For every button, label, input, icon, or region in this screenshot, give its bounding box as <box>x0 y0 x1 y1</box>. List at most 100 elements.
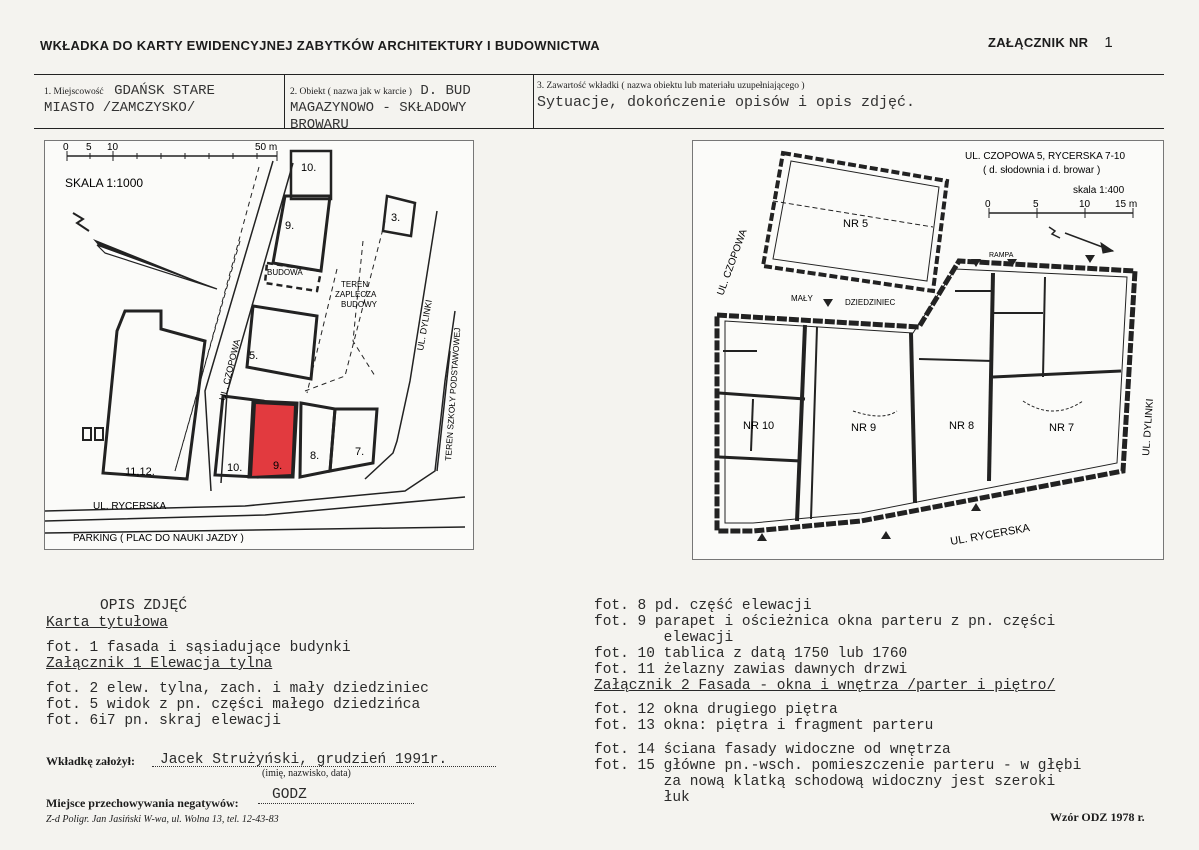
photo-item: fot. 2 elew. tylna, zach. i mały dziedzi… <box>46 681 429 697</box>
photo-item: fot. 12 okna drugiego piętra <box>594 702 838 718</box>
founder-hint: (imię, nazwisko, data) <box>262 768 351 779</box>
photo-item: fot. 9 parapet i ościeżnica okna parteru… <box>594 614 1056 630</box>
content-label: 3. Zawartość wkładki ( nazwa obiektu lub… <box>537 81 805 91</box>
object-value-1: D. BUD <box>420 83 471 99</box>
site-label-budowa: BUDOWA <box>267 268 303 277</box>
plan-markers <box>757 255 1095 541</box>
plan-scale-tick-0: 0 <box>985 199 991 210</box>
founder-value: Jacek Strużyński, grudzień 1991r. <box>160 752 448 768</box>
site-bldg-11-12: 11,12. <box>125 466 155 478</box>
site-map-drawing: 0 5 10 50 m SKALA 1:1000 <box>44 142 466 544</box>
photo-item: fot. 11 żelazny zawias dawnych drzwi <box>594 662 908 678</box>
site-label-czopowa: UL. CZOPOWA <box>217 338 242 401</box>
site-scale-tick-10: 10 <box>107 142 119 153</box>
site-small-squares <box>82 427 104 441</box>
site-label-teren-1: TEREN <box>341 280 368 289</box>
plan-room-nr8: NR 8 <box>949 420 974 432</box>
form-code: Wzór ODZ 1978 r. <box>1050 810 1145 824</box>
plan-title-2: ( d. słodownia i d. browar ) <box>983 165 1100 176</box>
photos-right-list: fot. 8 pd. część elewacji fot. 9 parapet… <box>594 598 1081 806</box>
object-value-2: MAGAZYNOWO - SKŁADOWY <box>290 100 467 116</box>
plan-main-building <box>714 258 1138 534</box>
photo-item: fot. 6i7 pn. skraj elewacji <box>46 713 281 729</box>
location-value-2: MIASTO /ZAMCZYSKO/ <box>44 100 196 116</box>
photo-item: elewacji <box>594 630 734 646</box>
site-dashed-boundaries <box>174 166 386 472</box>
site-highlighted-building <box>249 401 297 479</box>
photo-item: fot. 14 ściana fasady widoczne od wnętrz… <box>594 742 951 758</box>
site-map: 0 5 10 50 m SKALA 1:1000 <box>44 140 474 550</box>
plan-label-rycerska: UL. RYCERSKA <box>949 522 1031 548</box>
plan-room-nr10-a: NR 10 <box>743 420 774 432</box>
plan-label-dylinki: UL. DYLINKI <box>1141 398 1156 456</box>
site-streets <box>44 160 466 534</box>
plan-scale-label: skala 1:400 <box>1073 185 1125 196</box>
plan-label-rampa: RAMPA <box>989 252 1014 259</box>
plan-scale-tick-10: 10 <box>1079 199 1091 210</box>
storage-line <box>258 803 414 804</box>
plan-label-maly: MAŁY <box>791 294 813 303</box>
storage-label: Miejsce przechowywania negatywów: <box>46 796 239 810</box>
site-scale-tick-5: 5 <box>86 142 92 153</box>
plan-scale-bar <box>988 208 1134 218</box>
photo-item: fot. 5 widok z pn. części małego dziedzi… <box>46 697 421 713</box>
site-bldg-9a: 9. <box>285 220 294 232</box>
object-field: 2. Obiekt ( nazwa jak w karcie ) D. BUD … <box>290 75 535 133</box>
photos-heading: OPIS ZDJĘĆ <box>100 598 188 614</box>
photos-title-card: Karta tytułowa <box>46 615 168 631</box>
site-scale-tick-50: 50 m <box>255 142 277 153</box>
location-field: 1. Miejscowość GDAŃSK STARE MIASTO /ZAMC… <box>44 75 289 128</box>
annex-label: ZAŁĄCZNIK NR <box>988 35 1089 50</box>
site-bldg-9b: 9. <box>273 460 282 472</box>
site-bldg-10a: 10. <box>301 162 316 174</box>
form-title: WKŁADKA DO KARTY EWIDENCYJNEJ ZABYTKÓW A… <box>40 38 600 53</box>
founder-label: Wkładkę założył: <box>46 754 135 768</box>
site-label-teren-2: ZAPLECZA <box>335 290 377 299</box>
plan-building-nr5 <box>760 150 950 294</box>
site-bldg-8: 8. <box>310 450 319 462</box>
site-label-teren-3: BUDOWY <box>341 300 378 309</box>
photo-item: fot. 1 fasada i sąsiadujące budynki <box>46 640 351 656</box>
plan-room-nr7: NR 7 <box>1049 422 1074 434</box>
plan-north-arrow-icon <box>1048 226 1115 254</box>
header-fields-row: 1. Miejscowość GDAŃSK STARE MIASTO /ZAMC… <box>34 74 1164 133</box>
site-bldg-3: 3. <box>391 212 400 224</box>
annex-2-heading: Załącznik 2 Fasada - okna i wnętrza /par… <box>594 678 1056 694</box>
location-value-1: GDAŃSK STARE <box>114 83 215 99</box>
site-label-rycerska: UL. RYCERSKA <box>93 501 167 512</box>
photo-item: fot. 8 pd. część elewacji <box>594 598 812 614</box>
plan-room-nr5: NR 5 <box>843 218 868 230</box>
annex-1-heading: Załącznik 1 Elewacja tylna <box>46 656 273 672</box>
site-scale-label: SKALA 1:1000 <box>65 176 143 190</box>
plan-scale-tick-5: 5 <box>1033 199 1039 210</box>
printer-info: Z-d Poligr. Jan Jasiński W-wa, ul. Wolna… <box>46 814 279 825</box>
photo-item: za nową klatką schodową widoczny jest sz… <box>594 774 1056 790</box>
site-buildings <box>101 149 417 481</box>
location-label: 1. Miejscowość <box>44 87 104 97</box>
plan-title-1: UL. CZOPOWA 5, RYCERSKA 7-10 <box>965 151 1125 162</box>
photo-item: fot. 10 tablica z datą 1750 lub 1760 <box>594 646 908 662</box>
site-scale-tick-0: 0 <box>63 142 69 153</box>
site-label-parking: PARKING ( PLAC DO NAUKI JAZDY ) <box>73 533 244 544</box>
photos-left-list: fot. 1 fasada i sąsiadujące budynki Załą… <box>46 640 429 729</box>
site-scale-bar <box>66 151 278 161</box>
plan-label-czopowa: UL. CZOPOWA <box>715 228 749 298</box>
floor-plan-drawing: UL. CZOPOWA 5, RYCERSKA 7-10 ( d. słodow… <box>714 150 1156 548</box>
content-value: Sytuacje, dokończenie opisów i opis zdję… <box>537 94 916 111</box>
annex-heading: ZAŁĄCZNIK NR 1 <box>988 34 1113 51</box>
object-value-3: BROWARU <box>290 117 349 133</box>
plan-label-dziedziniec: DZIEDZINIEC <box>845 298 895 307</box>
plan-scale-tick-15: 15 m <box>1115 199 1137 210</box>
site-label-dylinki: UL. DYLINKI <box>415 299 434 351</box>
photo-item: fot. 15 główne pn.-wsch. pomieszczenie p… <box>594 758 1082 774</box>
object-label: 2. Obiekt ( nazwa jak w karcie ) <box>290 87 412 97</box>
site-bldg-5: 5. <box>249 350 258 362</box>
plan-room-nr9: NR 9 <box>851 422 876 434</box>
site-bldg-10b: 10. <box>227 462 242 474</box>
founder-line <box>152 766 496 767</box>
content-field: 3. Zawartość wkładki ( nazwa obiektu lub… <box>537 75 1157 128</box>
floor-plan: UL. CZOPOWA 5, RYCERSKA 7-10 ( d. słodow… <box>692 140 1164 560</box>
photo-item: łuk <box>594 790 690 806</box>
photo-item: fot. 13 okna: piętra i fragment parteru <box>594 718 934 734</box>
annex-number: 1 <box>1104 34 1114 51</box>
